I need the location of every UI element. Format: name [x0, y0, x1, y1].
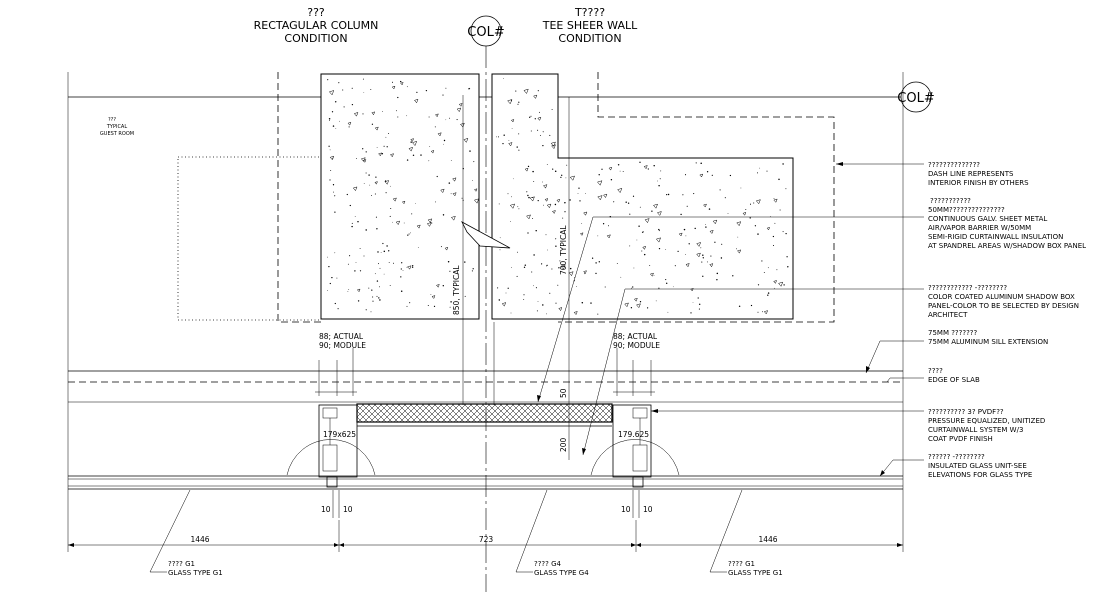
room-label: ??? TYPICAL GUEST ROOM	[100, 117, 134, 137]
note-6-line-3: CURTAINWALL SYSTEM W/3	[928, 426, 1023, 434]
callout-leaders	[537, 162, 924, 477]
dim-col-typical-left: 850, TYPICAL	[452, 265, 461, 315]
dim-gap-right-1: 10	[621, 505, 631, 514]
col-bubble-top: COL#	[467, 15, 505, 47]
room-label-line2: TYPICAL	[106, 124, 128, 130]
glass-leader-left	[149, 489, 191, 573]
break-line-symbol	[461, 221, 511, 249]
glass-label-left-line1: ???? G1	[168, 560, 195, 568]
interior-finish-dash-left	[277, 72, 321, 323]
module-dims-left	[315, 348, 357, 396]
right-condition-line2: TEE SHEER WALL	[542, 19, 638, 32]
note-curtainwall-system: ?????????? 3? PVDF?? PRESSURE EQUALIZED,…	[928, 408, 1045, 443]
dim-span-right: 1446	[758, 535, 777, 544]
concrete-stipple	[327, 78, 789, 316]
module-dims-right	[613, 348, 655, 396]
note-interior-finish: ?????????????? DASH LINE REPRESENTS INTE…	[928, 161, 1029, 187]
note-sill-extension: 75MM ??????? 75MM ALUMINUM SILL EXTENSIO…	[928, 329, 1048, 346]
dim-actual-right: 88; ACTUAL	[613, 332, 658, 341]
right-condition-line3: CONDITION	[558, 32, 621, 45]
mullion-left	[286, 404, 376, 488]
note-air-vapor-barrier: ??????????? 50MM??????????????? CONTINUO…	[928, 197, 1086, 250]
mullion-right	[590, 404, 680, 488]
note-shadow-box-panel: ???????????? -???????? COLOR COATED ALUM…	[928, 284, 1079, 319]
note-6-line-1: ?????????? 3? PVDF??	[928, 408, 1004, 416]
glass-label-right-line2: GLASS TYPE G1	[728, 569, 783, 577]
dim-module-left: 90; MODULE	[319, 341, 366, 350]
right-condition-line1: T????	[574, 6, 605, 19]
note-3-line-4: ARCHITECT	[928, 311, 968, 319]
left-condition-title: ??? RECTAGULAR COLUMN CONDITION	[254, 6, 379, 45]
left-condition-line3: CONDITION	[284, 32, 347, 45]
note-2-line-1: ???????????	[930, 197, 971, 205]
dim-gap-left-1: 10	[321, 505, 331, 514]
note-insulated-glass: ?????? -???????? INSULATED GLASS UNIT-SE…	[928, 453, 1032, 479]
note-3-line-1: ???????????? -????????	[928, 284, 1007, 292]
note-4-line-2: 75MM ALUMINUM SILL EXTENSION	[928, 338, 1048, 346]
dim-50: 50	[559, 388, 568, 398]
glass-label-left-line2: GLASS TYPE G1	[168, 569, 223, 577]
note-7-line-2: INSULATED GLASS UNIT-SEE	[928, 462, 1027, 470]
note-1-line-2: DASH LINE REPRESENTS	[928, 170, 1014, 178]
interior-finish-dotted-left	[177, 156, 322, 321]
dim-module-right: 90; MODULE	[613, 341, 660, 350]
left-condition-line2: RECTAGULAR COLUMN	[254, 19, 379, 32]
dim-actual-left: 88; ACTUAL	[319, 332, 364, 341]
note-5-line-1: ????	[928, 367, 943, 375]
callout-notes: ?????????????? DASH LINE REPRESENTS INTE…	[928, 161, 1086, 479]
note-2-line-5: SEMI-RIGID CURTAINWALL INSULATION	[928, 233, 1063, 241]
left-condition-line1: ???	[307, 6, 325, 19]
dim-mullion-left: 179x625	[323, 430, 356, 439]
glass-leader-right	[709, 489, 743, 573]
note-2-line-2: 50MM???????????????	[928, 206, 1005, 214]
dim-200: 200	[559, 437, 568, 452]
note-7-line-1: ?????? -????????	[928, 453, 985, 461]
note-2-line-4: AIR/VAPOR BARRIER W/50MM	[928, 224, 1031, 232]
dim-span-left: 1446	[190, 535, 209, 544]
col-bubble-top-label: COL#	[467, 25, 504, 40]
note-2-line-6: AT SPANDREL AREAS W/SHADOW BOX PANEL	[928, 242, 1086, 250]
note-2-line-3: CONTINUOUS GALV. SHEET METAL	[928, 215, 1047, 223]
dim-span-mid: 723	[479, 535, 494, 544]
note-edge-of-slab: ???? EDGE OF SLAB	[928, 367, 980, 384]
glass-label-mid-line2: GLASS TYPE G4	[534, 569, 589, 577]
dim-mullion-right: 179.625	[618, 430, 649, 439]
glass-leader-mid	[515, 489, 548, 573]
interior-finish-dash-right	[558, 72, 835, 323]
glass-lines	[68, 475, 903, 490]
note-1-line-1: ??????????????	[928, 161, 980, 169]
note-6-line-4: COAT PVDF FINISH	[928, 435, 993, 443]
shadow-box-panel	[356, 403, 613, 423]
tee-shear-wall	[491, 73, 794, 320]
col-bubble-right-label: COL#	[897, 91, 934, 106]
note-1-line-3: INTERIOR FINISH BY OTHERS	[928, 179, 1029, 187]
note-3-line-3: PANEL-COLOR TO BE SELECTED BY DESIGN	[928, 302, 1079, 310]
note-7-line-3: ELEVATIONS FOR GLASS TYPE	[928, 471, 1032, 479]
right-condition-title: T???? TEE SHEER WALL CONDITION	[542, 6, 638, 45]
room-label-line3: GUEST ROOM	[100, 131, 134, 137]
overall-dim-line	[68, 520, 903, 552]
note-5-line-2: EDGE OF SLAB	[928, 376, 980, 384]
note-3-line-2: COLOR COATED ALUMINUM SHADOW BOX	[928, 293, 1075, 301]
dim-col-typical-right: 700, TYPICAL	[559, 225, 568, 275]
note-6-line-2: PRESSURE EQUALIZED, UNITIZED	[928, 417, 1045, 425]
glass-label-mid-line1: ???? G4	[534, 560, 562, 568]
dim-gap-right-2: 10	[643, 505, 653, 514]
glass-label-right-line1: ???? G1	[728, 560, 755, 568]
note-4-line-1: 75MM ???????	[928, 329, 978, 337]
dim-gap-left-2: 10	[343, 505, 353, 514]
room-label-line1: ???	[108, 117, 116, 123]
